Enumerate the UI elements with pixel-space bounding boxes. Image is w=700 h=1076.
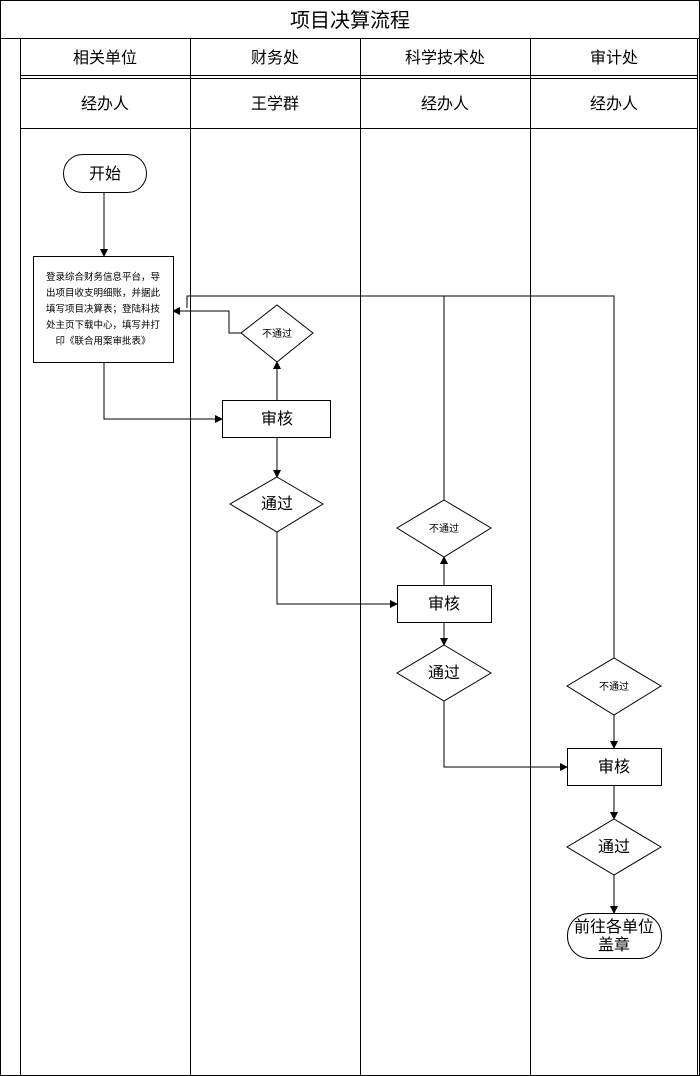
tech-reject-decision — [396, 499, 492, 558]
login-process-box — [33, 256, 174, 363]
finance-reject-decision — [240, 304, 314, 363]
lane-person-tech: 经办人 — [421, 94, 469, 113]
finance-review-box — [222, 400, 331, 438]
audit-reject-label: 不通过 — [599, 680, 629, 693]
audit-pass-decision — [566, 818, 662, 876]
finance-pass-decision — [229, 476, 324, 533]
diagram-title: 项目决算流程 — [290, 8, 410, 32]
tech-pass-label: 通过 — [428, 663, 460, 682]
audit-pass-label: 通过 — [598, 837, 630, 856]
connectors — [100, 192, 618, 914]
tech-review-label: 审核 — [428, 594, 460, 613]
lane-person-audit: 经办人 — [590, 94, 638, 113]
audit-review-label: 审核 — [598, 757, 630, 776]
start-label: 开始 — [89, 164, 121, 183]
end-line-1: 前往各单位 — [574, 917, 654, 936]
tech-review-box — [397, 585, 492, 623]
finance-reject-label: 不通过 — [262, 327, 292, 340]
lane-header-finance: 财务处 — [251, 48, 299, 67]
login-line-4: 处主页下载中心，填写并打 — [46, 319, 161, 331]
login-line-3: 填写项目决算表；登陆科技 — [46, 303, 161, 315]
end-terminator — [567, 913, 662, 959]
start-terminator — [63, 154, 147, 193]
lane-person-finance: 王学群 — [251, 94, 299, 113]
lane-header-audit: 审计处 — [590, 48, 638, 67]
tech-pass-decision — [396, 644, 492, 702]
lane-person-related-unit: 经办人 — [81, 94, 129, 113]
finance-review-label: 审核 — [261, 409, 293, 428]
audit-reject-decision — [566, 657, 662, 716]
audit-review-box — [567, 748, 662, 786]
login-line-2: 出项目收支明细账，并据此 — [46, 287, 161, 299]
lane-header-related-unit: 相关单位 — [73, 48, 137, 67]
finance-pass-label: 通过 — [261, 494, 293, 513]
login-line-5: 印《联合用案审批表》 — [55, 335, 150, 347]
end-line-2: 盖章 — [598, 935, 630, 954]
login-line-1: 登录综合财务信息平台，导 — [46, 271, 160, 283]
lane-header-tech: 科学技术处 — [405, 48, 485, 67]
tech-reject-label: 不通过 — [429, 522, 459, 535]
